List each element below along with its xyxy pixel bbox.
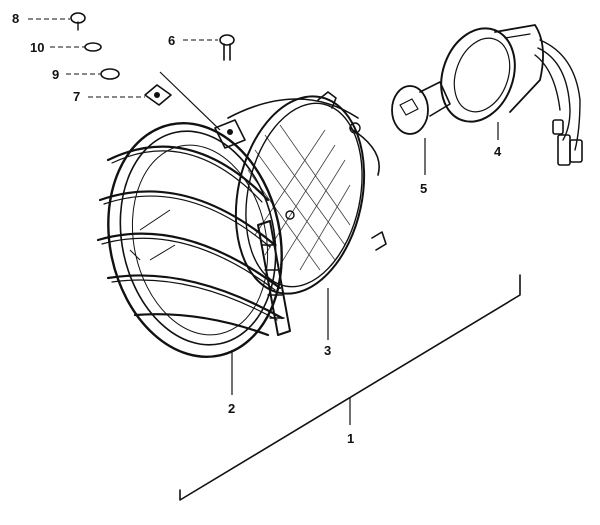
washer-10 bbox=[50, 42, 102, 52]
headlight-rim-guard bbox=[96, 119, 291, 395]
callout-7: 7 bbox=[73, 89, 80, 104]
callout-3: 3 bbox=[324, 343, 331, 358]
headlight-housing bbox=[227, 91, 387, 340]
headlight-bulb bbox=[391, 81, 451, 175]
washer-9 bbox=[66, 68, 120, 80]
screw-8 bbox=[28, 12, 86, 31]
assembly-bracket bbox=[179, 274, 521, 501]
callout-9: 9 bbox=[52, 67, 59, 82]
nut-7 bbox=[88, 71, 221, 131]
callout-2: 2 bbox=[228, 401, 235, 416]
callout-1: 1 bbox=[347, 431, 354, 446]
callout-4: 4 bbox=[494, 144, 502, 159]
screw-6 bbox=[183, 34, 235, 61]
callout-10: 10 bbox=[30, 40, 44, 55]
callout-5: 5 bbox=[420, 181, 427, 196]
callout-8: 8 bbox=[12, 11, 19, 26]
callout-6: 6 bbox=[168, 33, 175, 48]
bulb-socket-housing bbox=[440, 24, 583, 166]
